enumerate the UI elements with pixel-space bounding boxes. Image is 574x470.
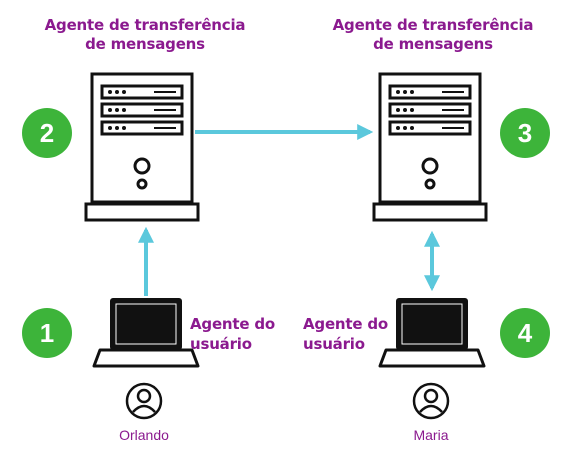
- user-agent-1-label: Agente do usuário: [190, 314, 275, 354]
- laptop-icon: [378, 298, 486, 368]
- server-1-title: Agente de transferência de mensagens: [40, 16, 250, 54]
- server-icon: [372, 72, 488, 222]
- person-name-orlando: Orlando: [119, 427, 169, 443]
- server-2-title-line1: Agente de transferência: [332, 16, 534, 34]
- step-badge-4: 4: [500, 308, 550, 358]
- server-1-title-line2: de mensagens: [85, 35, 205, 53]
- step-badge-3: 3: [500, 108, 550, 158]
- user-agent-1-line2: usuário: [190, 335, 252, 353]
- user-circle-icon: [412, 382, 450, 420]
- user-agent-2-label: Agente do usuário: [303, 314, 388, 354]
- server-2-title: Agente de transferência de mensagens: [328, 16, 538, 54]
- server-icon: [84, 72, 200, 222]
- step-badge-1: 1: [22, 308, 72, 358]
- laptop-icon: [92, 298, 200, 368]
- user-agent-1-line1: Agente do: [190, 315, 276, 333]
- server-2-title-line2: de mensagens: [373, 35, 493, 53]
- user-agent-2-line2: usuário: [303, 335, 365, 353]
- step-badge-2: 2: [22, 108, 72, 158]
- server-1-title-line1: Agente de transferência: [44, 16, 246, 34]
- person-name-maria: Maria: [413, 427, 449, 443]
- user-circle-icon: [125, 382, 163, 420]
- user-agent-2-line1: Agente do: [303, 315, 389, 333]
